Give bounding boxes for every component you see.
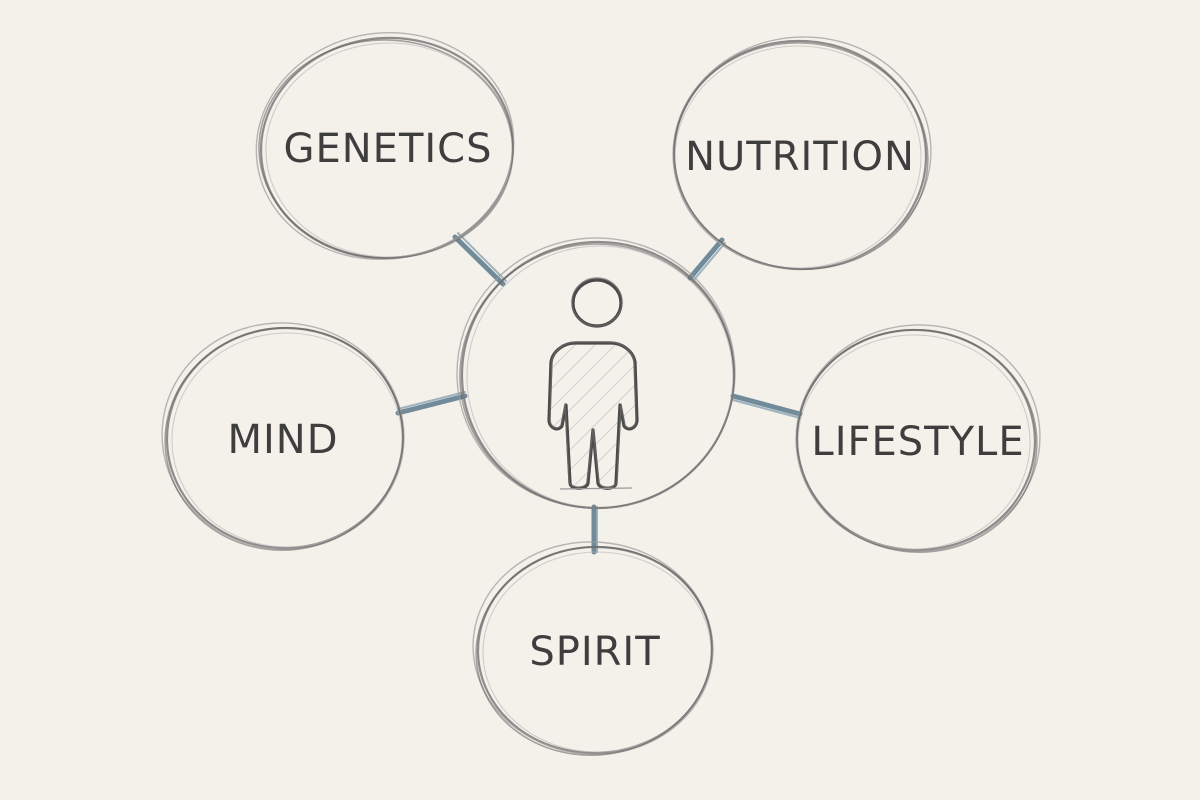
node-mind[interactable]: MIND (152, 313, 415, 564)
connector-spirit (591, 504, 598, 555)
node-label-lifestyle: LIFESTYLE (811, 419, 1024, 465)
node-label-genetics: GENETICS (283, 126, 492, 172)
node-label-nutrition: NUTRITION (685, 134, 915, 180)
node-spirit[interactable]: SPIRIT (466, 534, 722, 767)
node-label-spirit: SPIRIT (529, 629, 660, 675)
node-lifestyle[interactable]: LIFESTYLE (784, 316, 1049, 566)
connector-genetics (452, 232, 507, 287)
center-node[interactable] (450, 231, 742, 517)
node-label-mind: MIND (227, 417, 338, 463)
connector-mind (395, 391, 468, 416)
connector-nutrition (687, 237, 726, 282)
person-icon (547, 277, 639, 490)
node-nutrition[interactable]: NUTRITION (663, 28, 939, 281)
connector-lifestyle (730, 393, 803, 419)
node-genetics[interactable]: GENETICS (242, 16, 529, 276)
